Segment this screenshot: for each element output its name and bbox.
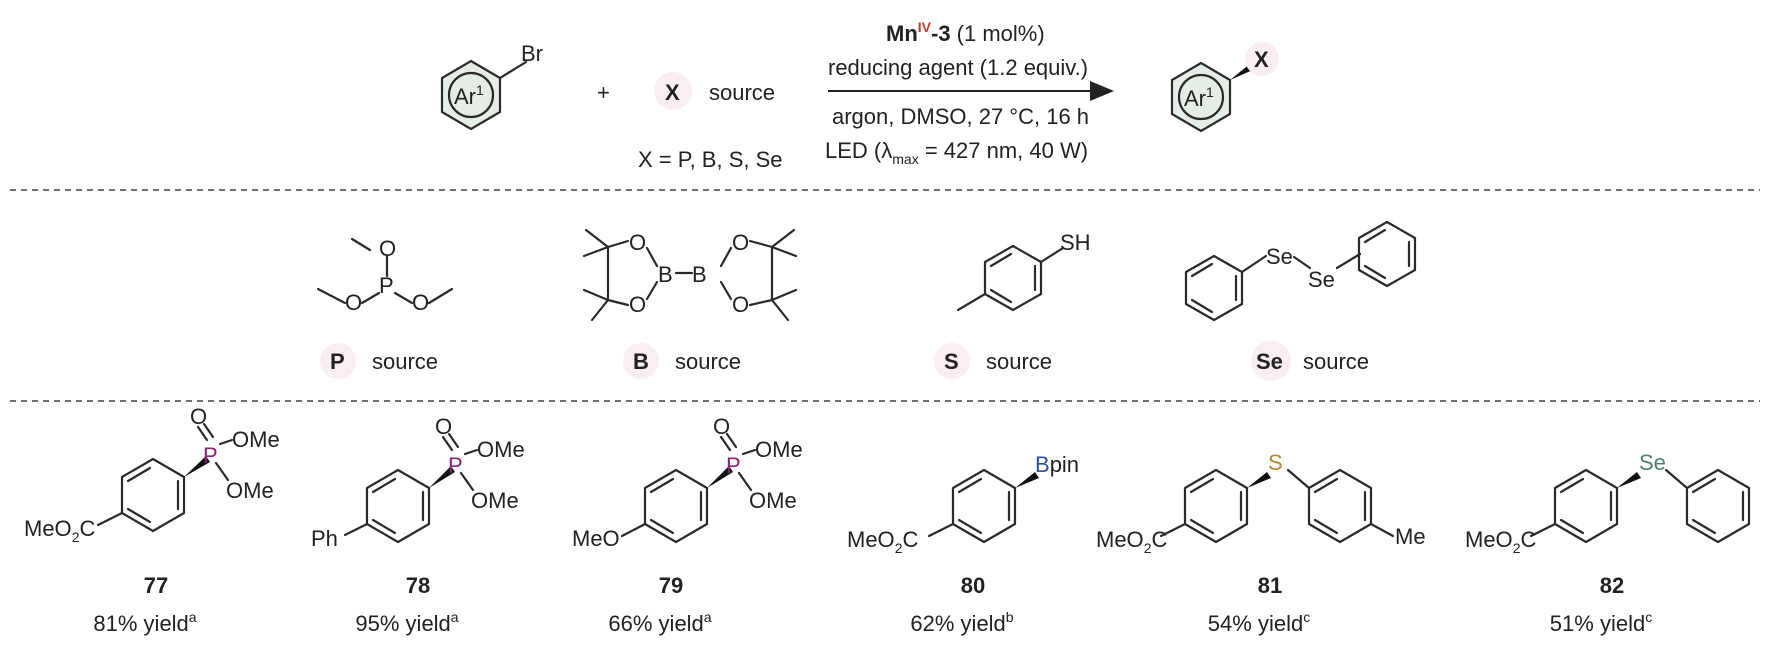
svg-text:MeO2C: MeO2C <box>1465 527 1536 556</box>
svg-text:S: S <box>1268 450 1283 475</box>
svg-text:66% yielda: 66% yielda <box>608 609 711 636</box>
product-81-structure: S Me MeO2C <box>1096 450 1426 556</box>
svg-text:Ph: Ph <box>311 526 338 551</box>
svg-text:OMe: OMe <box>749 488 797 513</box>
svg-text:OMe: OMe <box>226 478 274 503</box>
b-source-structure: O O B B O O <box>582 228 798 322</box>
x-badge: X <box>665 80 680 105</box>
svg-text:Se: Se <box>1256 349 1283 374</box>
svg-text:source: source <box>675 349 741 374</box>
svg-text:O: O <box>379 236 396 261</box>
catalyst: MnIV-3 (1 mol%) <box>886 19 1045 46</box>
product-82-structure: Se MeO2C <box>1465 450 1751 556</box>
svg-text:OMe: OMe <box>755 437 803 462</box>
svg-text:Me: Me <box>1395 524 1426 549</box>
svg-text:O: O <box>713 414 730 439</box>
conditions: argon, DMSO, 27 °C, 16 h <box>832 104 1089 129</box>
product-79-structure: O P OMe OMe MeO <box>572 414 803 551</box>
product-aryl-label: Ar1 <box>1184 84 1214 111</box>
product-77-structure: O P OMe OMe MeO2C <box>24 404 280 545</box>
svg-text:51% yieldc: 51% yieldc <box>1550 609 1652 636</box>
svg-text:O: O <box>412 290 429 315</box>
svg-text:B: B <box>633 349 649 374</box>
caption-78: 78 95% yielda <box>355 573 458 636</box>
svg-text:P: P <box>203 443 218 468</box>
x-source-reagent: X source <box>654 72 775 110</box>
svg-text:82: 82 <box>1600 573 1624 598</box>
svg-text:O: O <box>629 292 646 317</box>
svg-text:P: P <box>726 453 741 478</box>
source-label-se: Se source <box>1251 341 1369 381</box>
svg-text:81% yielda: 81% yielda <box>93 609 196 636</box>
se-source-structure: Se Se <box>1184 220 1417 322</box>
reaction-conditions: MnIV-3 (1 mol%) reducing agent (1.2 equi… <box>825 19 1114 167</box>
svg-text:54% yieldc: 54% yieldc <box>1208 609 1310 636</box>
svg-text:81: 81 <box>1258 573 1282 598</box>
product-78-structure: O P OMe OMe Ph <box>311 414 525 551</box>
product-80-structure: Bpin MeO2C <box>847 452 1079 556</box>
plus-sign: + <box>597 80 610 105</box>
svg-text:OMe: OMe <box>471 488 519 513</box>
svg-text:source: source <box>986 349 1052 374</box>
source-label-p: P source <box>320 343 438 379</box>
boronate-group: Bpin <box>1035 452 1079 477</box>
svg-text:79: 79 <box>659 573 683 598</box>
reducing-agent: reducing agent (1.2 equiv.) <box>828 55 1088 80</box>
x-source-label: source <box>709 80 775 105</box>
svg-text:O: O <box>629 230 646 255</box>
svg-text:O: O <box>345 290 362 315</box>
svg-text:62% yieldb: 62% yieldb <box>910 609 1013 636</box>
svg-text:Se: Se <box>1639 450 1666 475</box>
source-label-s: S source <box>934 343 1052 379</box>
s-source-structure: SH <box>956 230 1091 312</box>
svg-text:O: O <box>190 404 207 429</box>
svg-text:O: O <box>732 230 749 255</box>
svg-text:Se: Se <box>1308 267 1335 292</box>
svg-text:B: B <box>658 262 673 287</box>
caption-82: 82 51% yieldc <box>1550 573 1652 636</box>
caption-77: 77 81% yielda <box>93 573 196 636</box>
svg-text:MeO2C: MeO2C <box>847 527 918 556</box>
aryl-label: Ar1 <box>454 82 484 109</box>
product-x-label: X <box>1254 47 1269 72</box>
caption-79: 79 66% yielda <box>608 573 711 636</box>
svg-text:O: O <box>435 414 452 439</box>
source-label-b: B source <box>623 343 741 379</box>
svg-text:SH: SH <box>1060 230 1091 255</box>
aryl-bromide: Ar1 Br <box>440 41 543 131</box>
svg-text:OMe: OMe <box>477 437 525 462</box>
p-source-structure: O P O O <box>316 236 454 315</box>
caption-81: 81 54% yieldc <box>1208 573 1310 636</box>
svg-text:78: 78 <box>406 573 430 598</box>
x-definition: X = P, B, S, Se <box>638 147 783 172</box>
svg-text:S: S <box>944 349 959 374</box>
ester-group: MeO2C <box>24 516 95 545</box>
svg-text:80: 80 <box>961 573 985 598</box>
svg-text:95% yielda: 95% yielda <box>355 609 458 636</box>
svg-text:P: P <box>379 273 394 298</box>
svg-text:B: B <box>692 262 707 287</box>
caption-80: 80 62% yieldb <box>910 573 1013 636</box>
svg-text:P: P <box>448 453 463 478</box>
bromine-label: Br <box>521 41 543 66</box>
svg-text:source: source <box>1303 349 1369 374</box>
svg-text:77: 77 <box>144 573 168 598</box>
svg-text:OMe: OMe <box>232 427 280 452</box>
svg-text:P: P <box>330 349 345 374</box>
svg-text:Se: Se <box>1266 244 1293 269</box>
svg-text:MeO2C: MeO2C <box>1096 527 1167 556</box>
svg-text:source: source <box>372 349 438 374</box>
light-source: LED (λmax = 427 nm, 40 W) <box>825 138 1088 167</box>
product-aryl-x: Ar1 X <box>1170 42 1279 133</box>
svg-text:O: O <box>732 292 749 317</box>
svg-text:MeO: MeO <box>572 526 620 551</box>
